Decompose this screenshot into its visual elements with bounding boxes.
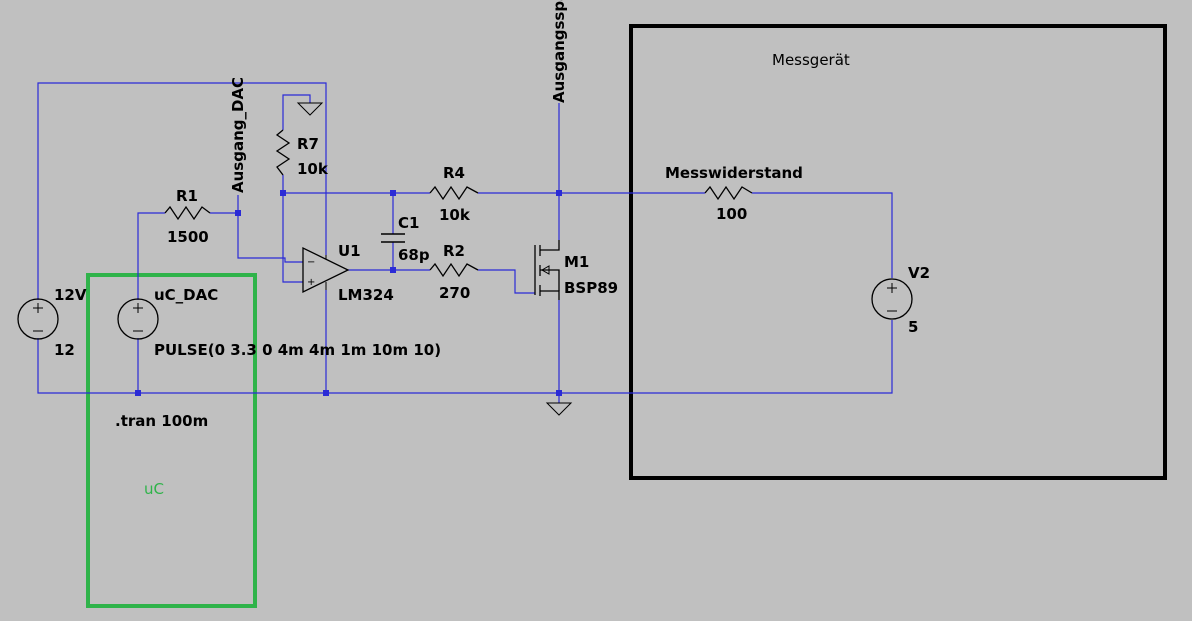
voltage-source-v2-symbol <box>871 278 913 320</box>
r7-ref: R7 <box>297 135 319 153</box>
v12-ref: 12V <box>54 286 87 304</box>
voltage-source-12v-symbol <box>17 298 59 340</box>
c1-value: 68p <box>398 246 430 264</box>
junctions <box>135 190 562 396</box>
messwiderstand-value: 100 <box>716 205 747 223</box>
v12-value: 12 <box>54 341 75 359</box>
r1-ref: R1 <box>176 187 198 205</box>
r4-ref: R4 <box>443 164 465 182</box>
u1-value: LM324 <box>338 286 394 304</box>
r7-value: 10k <box>297 160 329 178</box>
r2-ref: R2 <box>443 242 465 260</box>
mosfet-m1-symbol <box>534 240 560 300</box>
resistor-r2-symbol <box>429 262 479 278</box>
uc-label: uC <box>144 480 164 498</box>
resistor-r7-symbol <box>275 129 291 176</box>
resistor-r4-symbol <box>429 185 479 201</box>
messgeraet-label: Messgerät <box>772 51 850 69</box>
u1-ref: U1 <box>338 242 361 260</box>
resistor-r1-symbol <box>164 205 211 221</box>
uc-box <box>86 273 257 608</box>
net-label-ausgangsspannung: Ausgangsspa <box>550 0 568 103</box>
uc-dac-value: PULSE(0 3.3 0 4m 4m 1m 10m 10) <box>154 341 441 359</box>
m1-value: BSP89 <box>564 279 618 297</box>
r2-value: 270 <box>439 284 470 302</box>
capacitor-c1-symbol <box>381 233 405 243</box>
m1-ref: M1 <box>564 253 589 271</box>
opamp-minus-pin: − <box>307 257 315 268</box>
opamp-plus-pin: + <box>307 277 315 288</box>
net-label-ausgang-dac: Ausgang_DAC <box>229 77 247 193</box>
r4-value: 10k <box>439 206 471 224</box>
voltage-source-uc-dac-symbol <box>117 298 159 340</box>
v2-value: 5 <box>908 318 918 336</box>
r1-value: 1500 <box>167 228 209 246</box>
ground-icon <box>296 102 324 116</box>
messwiderstand-ref: Messwiderstand <box>665 164 803 182</box>
messgeraet-box <box>629 24 1167 480</box>
uc-dac-ref: uC_DAC <box>154 286 218 304</box>
opamp-u1-symbol <box>302 246 350 294</box>
v2-ref: V2 <box>908 264 930 282</box>
tran-directive: .tran 100m <box>115 412 208 430</box>
ground-icon <box>545 402 573 416</box>
resistor-messwiderstand-symbol <box>704 185 753 201</box>
c1-ref: C1 <box>398 214 419 232</box>
